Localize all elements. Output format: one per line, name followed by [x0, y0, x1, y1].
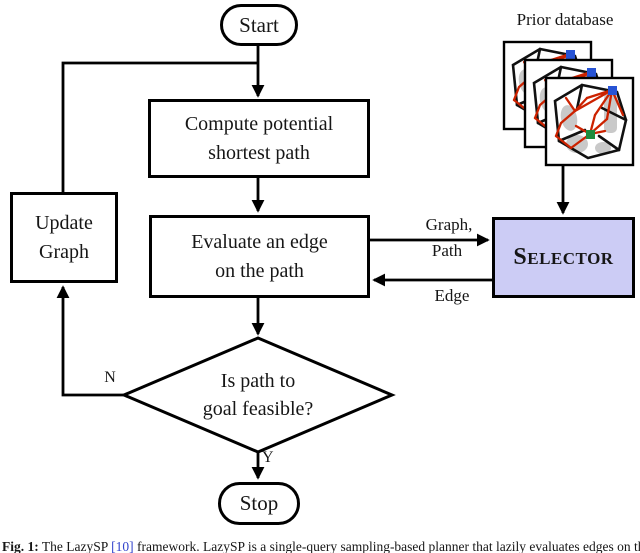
edge-label-graph: Graph, [425, 215, 473, 234]
selector-node: Selector [492, 217, 635, 298]
connector-decision-to-update [56, 285, 126, 397]
prior-database-title: Prior database [516, 10, 614, 29]
prior-database-stack [502, 40, 635, 167]
update-graph-node: Update Graph [10, 192, 118, 283]
edge-label-no: N [104, 369, 116, 386]
evaluate-edge-node: Evaluate an edge on the path [149, 215, 370, 298]
caption-text-1: The LazySP [38, 539, 112, 553]
connector-update-to-compute-line [61, 61, 258, 192]
edge-label-yes: Y [262, 449, 274, 466]
compute-shortest-path-node: Compute potential shortest path [148, 99, 370, 178]
stop-node: Stop [218, 482, 300, 525]
prior-map-card-front [544, 76, 635, 167]
caption-text-2: framework. LazySP is a single-query samp… [137, 539, 640, 553]
figure-caption: Fig. 1: The LazySP [10] framework. LazyS… [2, 539, 640, 553]
decision-label: Is path to goal feasible? [202, 370, 314, 420]
decision-diamond [120, 336, 396, 454]
caption-citation-link[interactable]: [10] [111, 539, 134, 553]
start-node: Start [220, 4, 298, 46]
edge-label-edge: Edge [434, 286, 470, 305]
edge-label-path: Path [431, 241, 463, 260]
caption-prefix: Fig. 1: [2, 539, 39, 553]
